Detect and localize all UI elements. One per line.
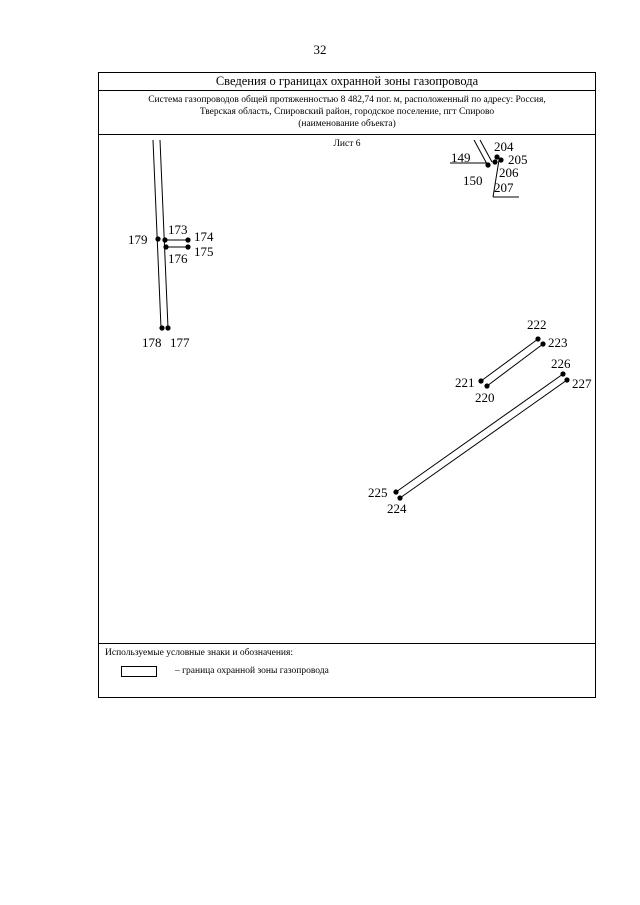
point-226 (560, 371, 566, 377)
point-179 (155, 236, 161, 242)
boundary-line-left-b (159, 139, 169, 329)
boundary-segment-220-223-a (480, 338, 539, 382)
object-description: Система газопроводов общей протяженность… (99, 90, 595, 135)
label-204: 204 (494, 139, 514, 154)
point-177 (165, 325, 171, 331)
label-149: 149 (451, 150, 471, 165)
boundary-line-left-a (152, 139, 162, 329)
point-176 (163, 244, 169, 250)
object-line-2: Тверская область, Спировский район, горо… (199, 107, 495, 117)
boundary-segment-224-227-a (395, 373, 564, 493)
document-title: Сведения о границах охранной зоны газопр… (99, 73, 595, 91)
page-number: 32 (313, 42, 327, 57)
label-227: 227 (572, 376, 592, 391)
object-line-1: Система газопроводов общей протяженность… (148, 95, 546, 105)
label-206: 206 (499, 165, 519, 180)
label-150: 150 (463, 173, 483, 188)
label-178: 178 (142, 335, 162, 350)
legend-title: Используемые условные знаки и обозначени… (105, 648, 294, 658)
label-225: 225 (368, 485, 388, 500)
document-frame: Сведения о границах охранной зоны газопр… (98, 72, 596, 698)
point-227 (564, 377, 570, 383)
label-226: 226 (551, 356, 571, 371)
label-176: 176 (168, 251, 188, 266)
label-223: 223 (548, 335, 568, 350)
point-206 (492, 159, 498, 165)
boundary-line-tr-b (479, 139, 493, 163)
boundary-line-tr-a (473, 139, 488, 165)
point-223 (540, 341, 546, 347)
point-175 (185, 244, 191, 250)
point-224 (397, 495, 403, 501)
label-174: 174 (194, 229, 214, 244)
leader-207 (492, 159, 500, 198)
label-173: 173 (168, 222, 188, 237)
boundary-segment-224-227-b (399, 379, 568, 499)
label-177: 177 (170, 335, 190, 350)
label-179: 179 (128, 232, 148, 247)
point-178 (159, 325, 165, 331)
point-222 (535, 336, 541, 342)
label-220: 220 (475, 390, 495, 405)
point-225 (393, 489, 399, 495)
point-150 (485, 162, 491, 168)
label-224: 224 (387, 501, 407, 516)
point-221 (478, 378, 484, 384)
legend: Используемые условные знаки и обозначени… (99, 643, 595, 698)
point-205 (498, 157, 504, 163)
label-175: 175 (194, 244, 214, 259)
legend-boundary-swatch (121, 666, 157, 677)
point-204 (494, 154, 500, 160)
boundary-segment-220-223-b (486, 343, 544, 387)
label-207: 207 (494, 180, 514, 195)
point-174 (185, 237, 191, 243)
point-220 (484, 383, 490, 389)
legend-item-label: – граница охранной зоны газопровода (175, 666, 329, 676)
label-222: 222 (527, 317, 547, 332)
label-205: 205 (508, 152, 528, 167)
label-221: 221 (455, 375, 475, 390)
sheet-label: Лист 6 (333, 139, 361, 149)
object-caption: (наименование объекта) (298, 119, 396, 129)
point-173 (162, 237, 168, 243)
